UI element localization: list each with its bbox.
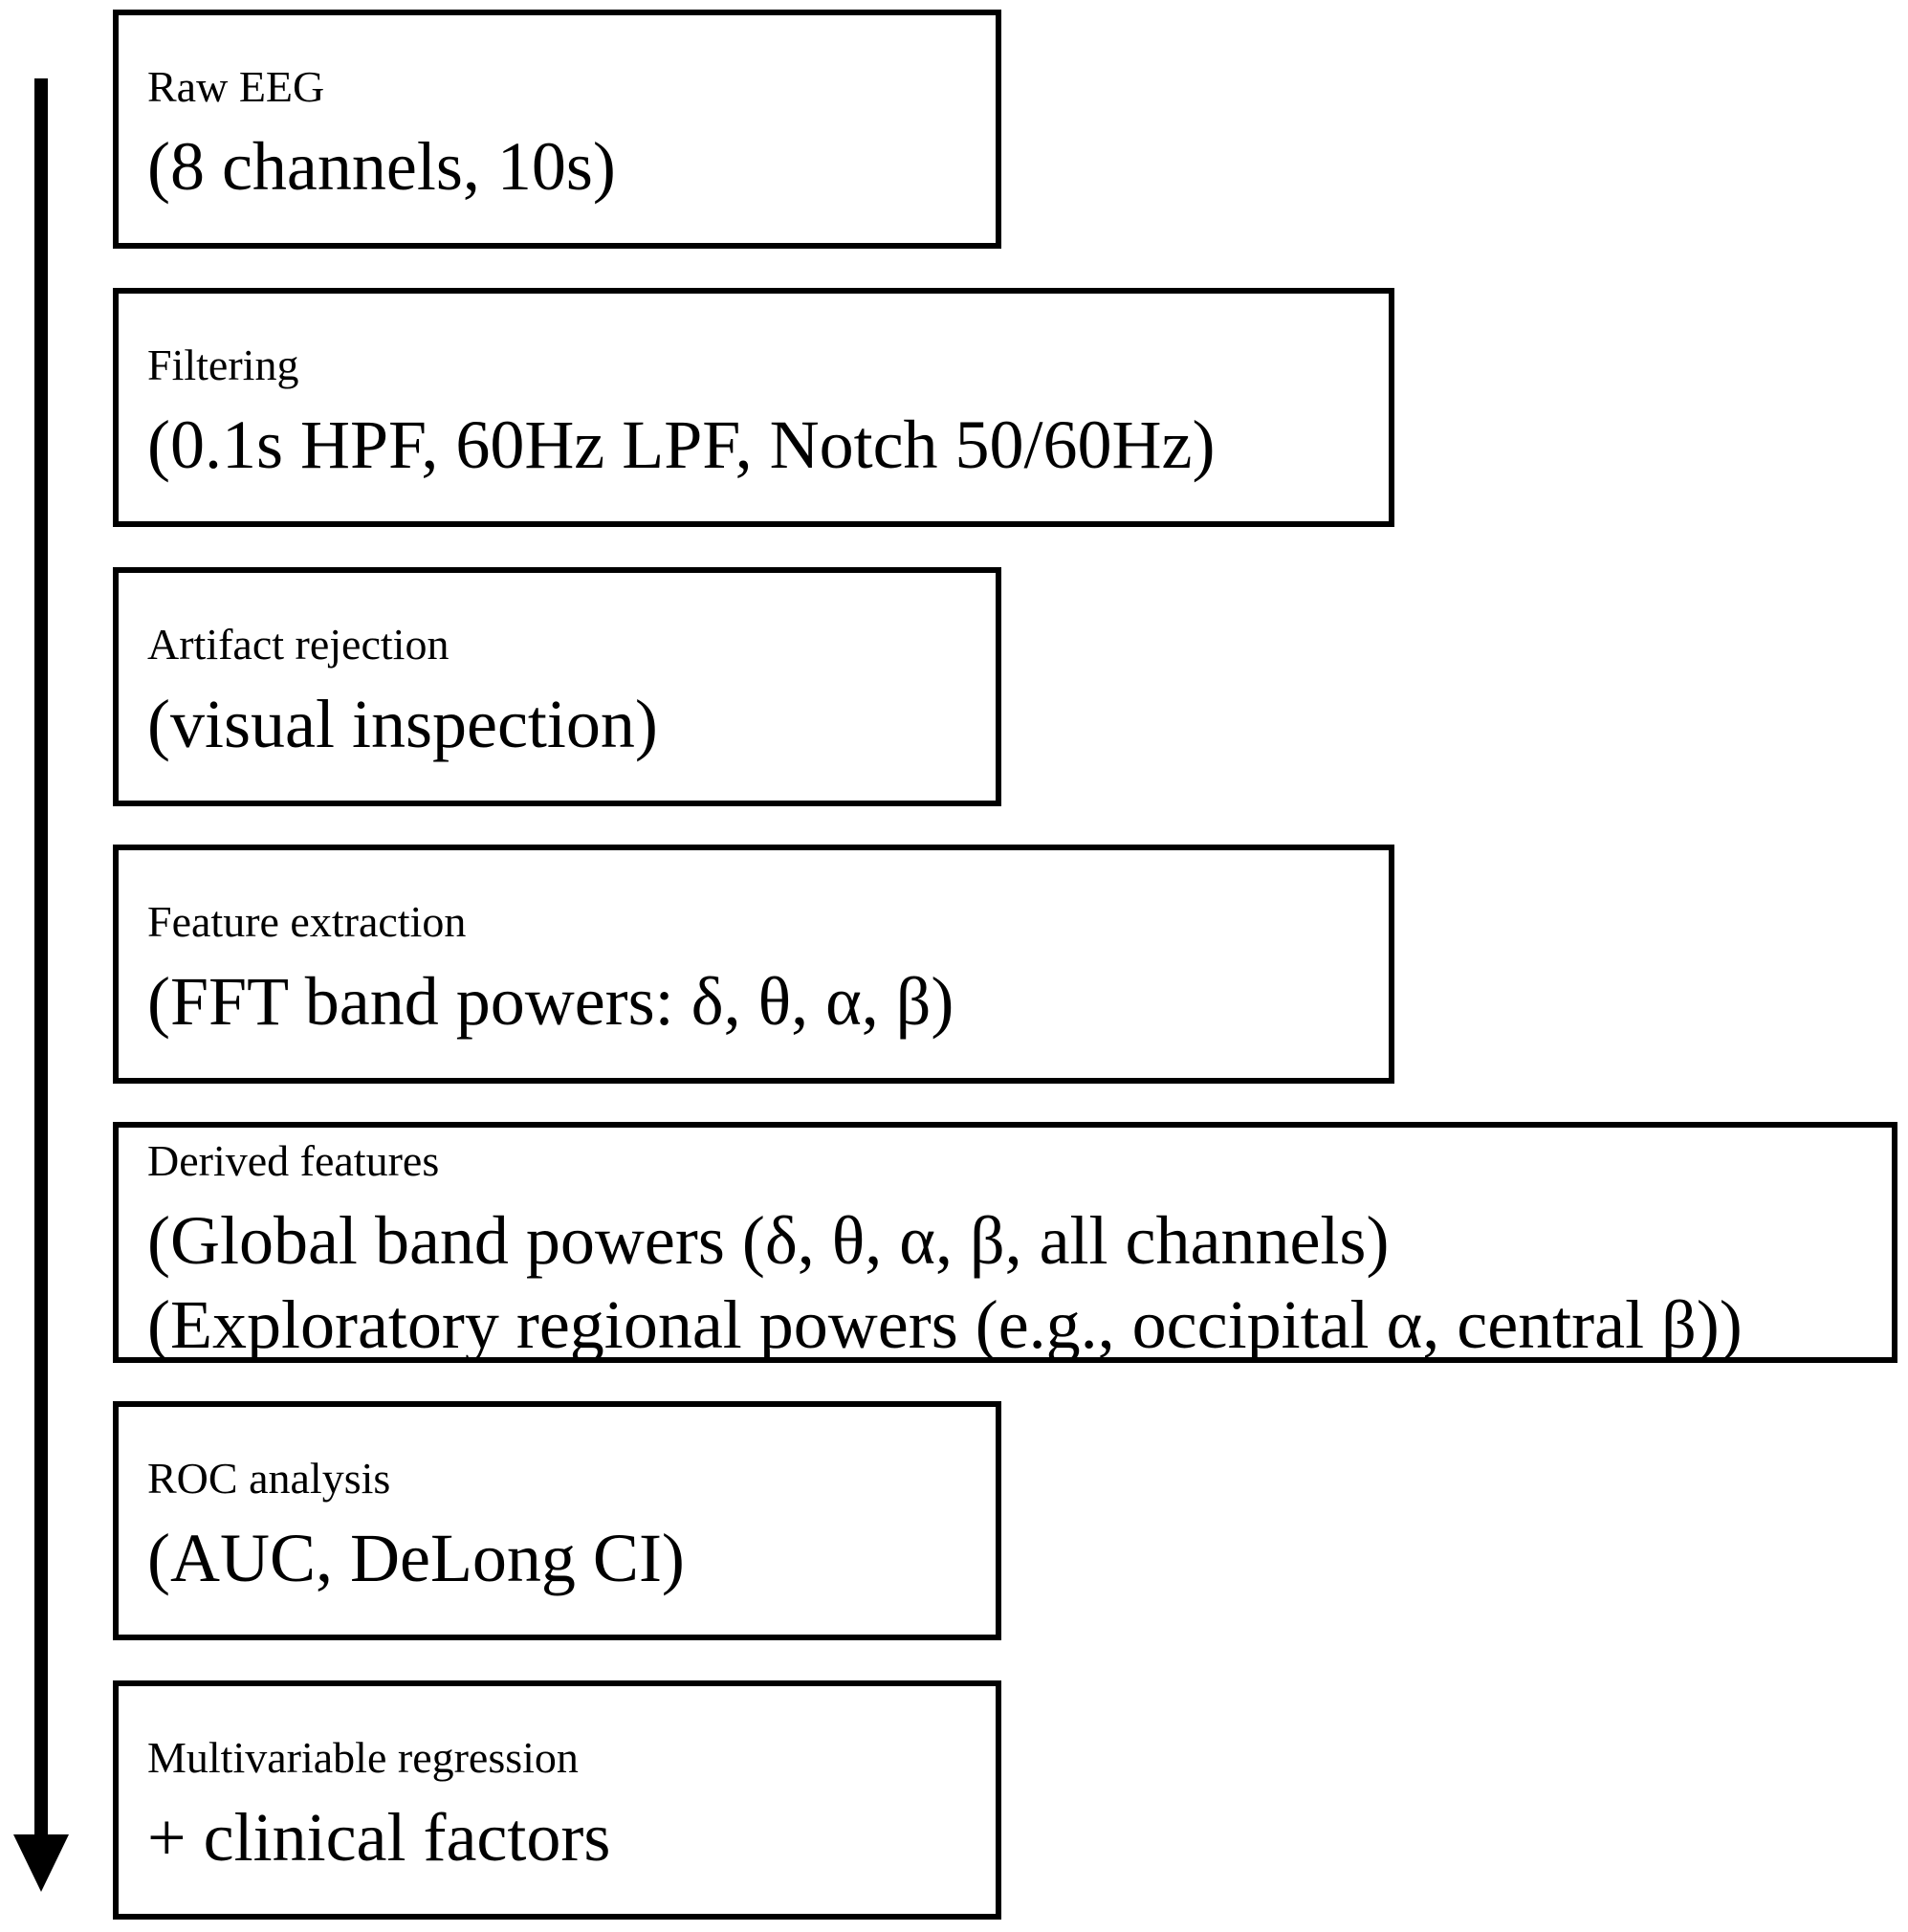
step-title: Filtering <box>147 340 299 389</box>
step-detail-global: (Global band powers (δ, θ, α, β, all cha… <box>147 1202 1390 1279</box>
step-detail: (visual inspection) <box>147 686 658 762</box>
step-title: ROC analysis <box>147 1454 391 1503</box>
step-box-derived-features: Derived features (Global band powers (δ,… <box>113 1122 1897 1363</box>
step-title: Feature extraction <box>147 897 467 946</box>
step-box-feature-extraction: Feature extraction (FFT band powers: δ, … <box>113 845 1394 1084</box>
step-box-multivariable-regression: Multivariable regression + clinical fact… <box>113 1680 1001 1920</box>
step-detail: + clinical factors <box>147 1799 611 1876</box>
step-title: Derived features <box>147 1136 440 1185</box>
step-box-filtering: Filtering (0.1s HPF, 60Hz LPF, Notch 50/… <box>113 288 1394 527</box>
process-flow-arrow <box>13 78 69 1892</box>
step-detail: (AUC, DeLong CI) <box>147 1520 685 1596</box>
step-box-roc-analysis: ROC analysis (AUC, DeLong CI) <box>113 1401 1001 1640</box>
arrow-head <box>13 1834 69 1892</box>
step-detail: (FFT band powers: δ, θ, α, β) <box>147 963 954 1040</box>
step-detail-regional: (Exploratory regional powers (e.g., occi… <box>147 1286 1743 1363</box>
step-box-artifact-rejection: Artifact rejection (visual inspection) <box>113 567 1001 806</box>
step-detail: (0.1s HPF, 60Hz LPF, Notch 50/60Hz) <box>147 406 1216 483</box>
step-title: Raw EEG <box>147 62 325 111</box>
step-detail: (8 channels, 10s) <box>147 128 616 205</box>
step-title: Multivariable regression <box>147 1733 579 1782</box>
step-box-raw-eeg: Raw EEG (8 channels, 10s) <box>113 10 1001 249</box>
step-title: Artifact rejection <box>147 620 450 669</box>
